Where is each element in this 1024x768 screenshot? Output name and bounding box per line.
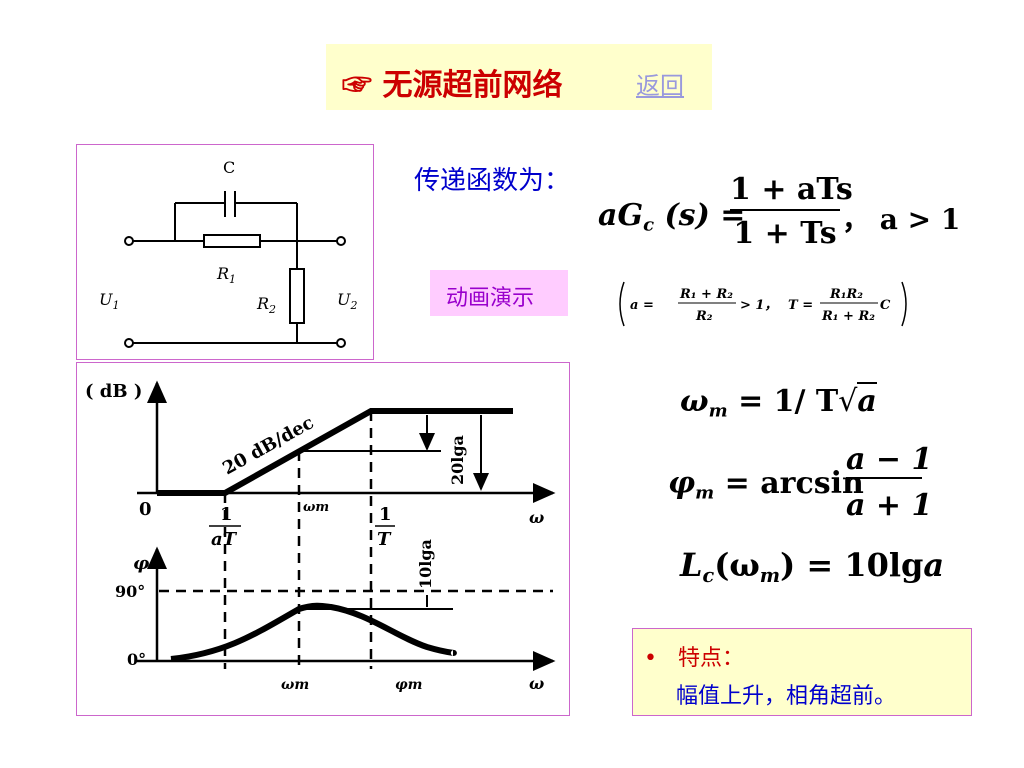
bullet-icon: • xyxy=(644,646,657,671)
omega-m-formula: ωm = 1/ T√a xyxy=(680,382,877,422)
lc-formula: Lc(ωm) = 10lga xyxy=(680,546,945,587)
half-gain-label: 10lga xyxy=(416,539,435,589)
r2-resistor xyxy=(289,268,305,324)
title-text: 无源超前网络 xyxy=(382,68,563,103)
phi-m-numerator: a − 1 xyxy=(846,442,933,479)
svg-text:R₁ + R₂: R₁ + R₂ xyxy=(821,309,875,324)
transfer-function-label: 传递函数为： xyxy=(414,166,571,196)
page-title: ☞ 无源超前网络 xyxy=(342,60,562,104)
u1-label: U1 xyxy=(99,290,119,312)
svg-text:R₁ + R₂: R₁ + R₂ xyxy=(679,287,733,302)
omega-label-mag: ω xyxy=(529,508,544,527)
circuit-diagram: C R1 R2 U1 U2 xyxy=(76,144,374,360)
circuit-svg: C R1 R2 U1 U2 xyxy=(99,158,357,348)
svg-text:R₁R₂: R₁R₂ xyxy=(829,287,863,302)
hand-pointer-icon: ☞ xyxy=(342,68,372,103)
svg-text:T: T xyxy=(377,529,392,550)
svg-text:aT: aT xyxy=(211,529,238,550)
svg-text:ωm: ωm xyxy=(303,500,329,515)
phi-axis-label: φ xyxy=(133,553,150,574)
svg-text:a =: a = xyxy=(630,298,654,313)
features-title: • 特点： xyxy=(644,646,744,671)
u2-label: U2 xyxy=(337,290,357,312)
phase-0-label: 0° xyxy=(127,650,146,669)
svg-text:1: 1 xyxy=(220,504,233,525)
bode-plot: ( dB ) 0 ω 20 dB/dec 20lga 1 aT ωm 1 T 1… xyxy=(76,362,570,716)
animation-box xyxy=(430,270,568,316)
features-description: 幅值上升，相角超前。 xyxy=(676,684,897,709)
features-box xyxy=(632,628,972,716)
capacitor-label: C xyxy=(223,158,235,177)
phase-curve xyxy=(170,602,457,662)
transfer-denominator: 1 + Ts xyxy=(733,216,837,251)
phi-m-formula: φm = arcsin xyxy=(668,466,864,504)
bode-svg: ( dB ) 0 ω 20 dB/dec 20lga 1 aT ωm 1 T 1… xyxy=(85,380,556,693)
r1-label: R1 xyxy=(216,264,236,286)
omega-label-phase: ω xyxy=(529,674,544,693)
phi-m-denominator: a + 1 xyxy=(846,488,933,523)
svg-text:φm: φm xyxy=(395,677,422,693)
parameter-formula: a = R₁ + R₂ R₂ > 1， T = R₁R₂ R₁ + R₂ C xyxy=(619,281,907,327)
svg-text:C: C xyxy=(880,298,891,313)
svg-text:T =: T = xyxy=(788,298,813,313)
title-box xyxy=(326,44,712,110)
svg-text:ωm: ωm xyxy=(281,677,309,693)
transfer-numerator: 1 + aTs xyxy=(730,172,853,211)
animation-demo-button[interactable]: 动画演示 xyxy=(446,286,535,311)
svg-text:> 1，: > 1， xyxy=(740,298,777,313)
zero-label: 0 xyxy=(139,499,152,520)
gain-label: 20lga xyxy=(448,435,467,485)
r2-label: R2 xyxy=(256,294,276,316)
transfer-lhs: aGc (s) = xyxy=(598,198,746,236)
svg-text:R₂: R₂ xyxy=(695,309,713,324)
phase-90-label: 90° xyxy=(115,582,145,601)
transfer-condition: ， a > 1 xyxy=(842,203,961,236)
svg-text:1: 1 xyxy=(379,504,392,525)
return-link[interactable]: 返回 xyxy=(636,72,684,100)
r1-resistor xyxy=(203,234,261,248)
db-axis-label: ( dB ) xyxy=(85,381,142,402)
